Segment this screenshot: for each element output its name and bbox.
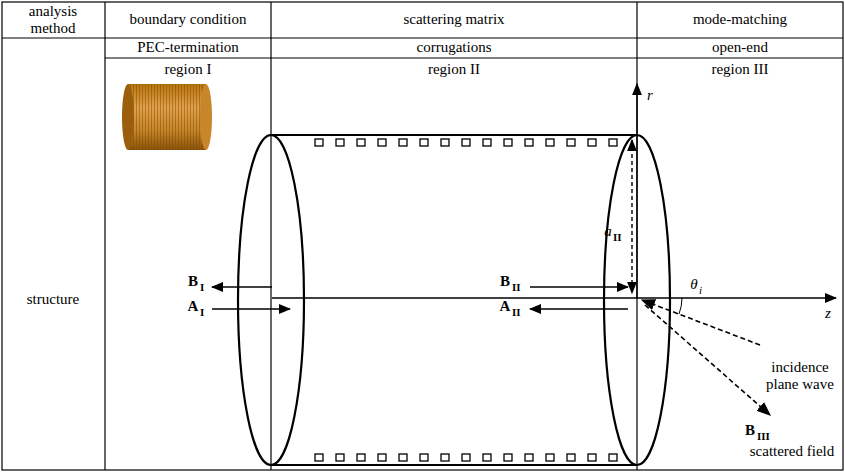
corrugation xyxy=(504,139,512,146)
corrugation xyxy=(567,454,575,461)
corrugation xyxy=(315,454,323,461)
scattered-vector: B xyxy=(745,422,755,439)
table-cell: corrugations xyxy=(417,39,492,56)
corrugation xyxy=(525,139,533,146)
column-header: boundary condition xyxy=(129,11,246,28)
corrugation xyxy=(336,454,344,461)
corrugation xyxy=(525,454,533,461)
corrugation xyxy=(462,454,470,461)
corrugation xyxy=(441,139,449,146)
subscript: I xyxy=(200,281,204,294)
column-header: scattering matrix xyxy=(403,11,504,28)
column-header: analysis method xyxy=(18,3,88,38)
wave-label: incidence plane wave xyxy=(760,359,840,394)
angle-symbol: θ xyxy=(690,276,697,293)
corrugation xyxy=(609,454,617,461)
column-header: mode-matching xyxy=(693,11,787,28)
corrugation xyxy=(609,139,617,146)
coil-picture xyxy=(122,84,212,150)
subscript: II xyxy=(512,306,521,319)
region-label: region I xyxy=(164,61,211,78)
subscript: III xyxy=(757,430,770,443)
corrugation xyxy=(441,454,449,461)
corrugation xyxy=(336,139,344,146)
subscript: i xyxy=(699,284,702,297)
corrugations xyxy=(315,139,617,461)
subscript: II xyxy=(613,231,622,244)
subscript: I xyxy=(200,306,204,319)
corrugation xyxy=(315,139,323,146)
corrugation xyxy=(378,139,386,146)
corrugation xyxy=(420,139,428,146)
mode-vector: A xyxy=(500,298,511,315)
corrugation xyxy=(483,454,491,461)
subscript: II xyxy=(512,281,521,294)
corrugation xyxy=(588,139,596,146)
axis-label: z xyxy=(825,305,831,322)
mode-vector: A xyxy=(188,298,199,315)
corrugation xyxy=(567,139,575,146)
corrugation xyxy=(483,139,491,146)
corrugation xyxy=(462,139,470,146)
table-cell: open-end xyxy=(712,39,768,56)
corrugation xyxy=(399,454,407,461)
corrugation xyxy=(420,454,428,461)
axis-label: r xyxy=(647,87,653,104)
table-cell: PEC-termination xyxy=(137,39,239,56)
cylinder xyxy=(238,135,670,465)
corrugation xyxy=(357,454,365,461)
arrows xyxy=(212,84,836,415)
corrugation xyxy=(546,454,554,461)
mode-vector: B xyxy=(188,273,198,290)
corrugation xyxy=(357,139,365,146)
corrugation xyxy=(546,139,554,146)
mode-vector: B xyxy=(500,273,510,290)
corrugation xyxy=(399,139,407,146)
corrugation xyxy=(378,454,386,461)
corrugation xyxy=(588,454,596,461)
wave-label: scattered field xyxy=(750,443,835,460)
corrugation xyxy=(504,454,512,461)
region-label: region II xyxy=(428,61,480,78)
region-label: region III xyxy=(711,61,768,78)
dimension-symbol: a xyxy=(604,223,612,240)
row-header: structure xyxy=(27,291,79,308)
